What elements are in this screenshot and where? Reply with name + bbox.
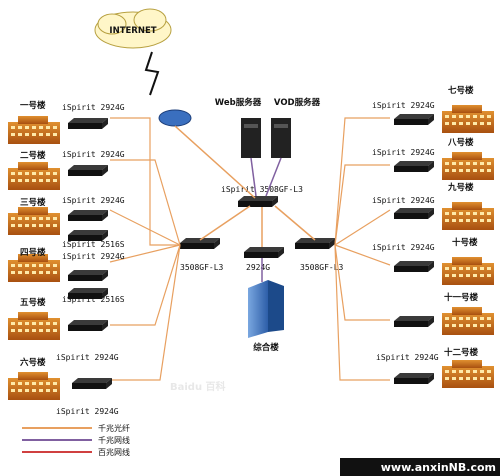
building-11-label: 十一号楼 [444, 292, 479, 303]
building-5-label: 五号楼 [20, 297, 46, 308]
building-10-label: 十号楼 [452, 237, 478, 248]
lightning-link [144, 51, 160, 96]
links [109, 117, 391, 381]
building-7-label: 七号楼 [448, 85, 474, 96]
internet-cloud: INTERNET [94, 8, 172, 49]
web-server-label: Web服务器 [215, 97, 262, 108]
center-dist-switch-icon [244, 247, 284, 258]
core-switch-label: iSpirit 3508GF-L3 [221, 185, 303, 194]
complex-building-icon [248, 280, 284, 338]
right-switch-9-label: iSpirit 2924G [372, 196, 435, 205]
center-dist-label: 2924G [246, 263, 270, 272]
watermark-bar [340, 458, 500, 476]
left-switch-3b-label: iSpirit 2516S [62, 240, 125, 249]
building-2-label: 二号楼 [20, 150, 46, 161]
left-switch-3-label: iSpirit 2924G [62, 196, 125, 205]
legend: 千兆光纤 千兆网线 百兆网线 [22, 423, 130, 457]
left-switch-6b-label: iSpirit 2924G [56, 407, 119, 416]
cloud-label: INTERNET [109, 26, 156, 36]
right-switch-7-label: iSpirit 2924G [372, 101, 435, 110]
left-dist-label: 3508GF-L3 [180, 263, 224, 272]
right-switch-12-label: iSpirit 2924G [376, 353, 439, 362]
core-switch-icon [238, 196, 278, 207]
left-switch-2-label: iSpirit 2924G [62, 150, 125, 159]
complex-label: 综合楼 [253, 342, 279, 353]
building-1-label: 一号楼 [20, 100, 46, 111]
watermark-site: www.anxinNB.com [381, 461, 496, 474]
right-switch-8-label: iSpirit 2924G [372, 148, 435, 157]
left-switch-4-label: iSpirit 2924G [62, 252, 125, 261]
building-3-label: 三号楼 [20, 197, 46, 208]
server-icons [241, 118, 291, 158]
legend-fiber-label: 千兆光纤 [98, 423, 130, 433]
router-icon [158, 109, 192, 127]
left-switch-4b-label: iSpirit 2516S [62, 295, 125, 304]
building-4-label: 四号楼 [20, 247, 46, 258]
right-dist-label: 3508GF-L3 [300, 263, 344, 272]
right-switch-10-label: iSpirit 2924G [372, 243, 435, 252]
legend-gig-cable-label: 千兆网线 [98, 435, 130, 445]
building-12-label: 十二号楼 [444, 347, 479, 358]
left-switch-6-label: iSpirit 2924G [56, 353, 119, 362]
vod-server-label: VOD服务器 [274, 97, 321, 108]
left-switch-1-label: iSpirit 2924G [62, 103, 125, 112]
building-6-label: 六号楼 [20, 357, 46, 368]
building-9-label: 九号楼 [447, 182, 474, 193]
legend-100m-cable-label: 百兆网线 [98, 447, 130, 457]
watermark-baidu: Baidu 百科 [170, 380, 226, 393]
building-8-label: 八号楼 [447, 137, 474, 148]
